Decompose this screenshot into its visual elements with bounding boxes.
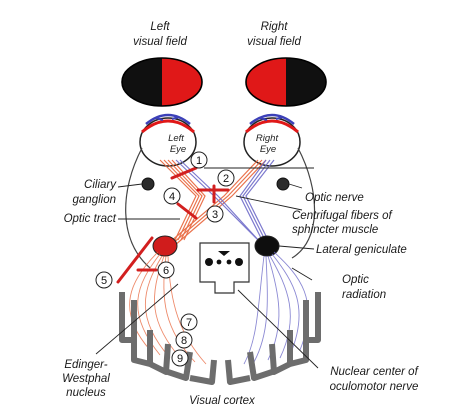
lesion-number-markers [95, 151, 235, 367]
left-visual-cortex [119, 292, 217, 385]
marker-circle-8 [175, 331, 193, 349]
left-visual-field-title-line1: Left [150, 21, 170, 33]
leader-lines [95, 167, 319, 369]
lesion-number-1: 1 [196, 155, 202, 167]
lesion-number-2: 2 [223, 173, 229, 185]
reflex-loops [125, 147, 316, 269]
right-visual-field-title-line2: visual field [247, 36, 301, 48]
oculomotor-center-label-line2: oculomotor nerve [330, 381, 419, 393]
edinger-westphal-label-line1: Edinger- [64, 359, 107, 371]
lesion-number-7: 7 [186, 317, 192, 329]
midbrain-block [199, 242, 250, 294]
lesion-bars [116, 166, 230, 284]
visual-cortex-label: Visual cortex [189, 395, 256, 407]
edinger-westphal-label-line3: nucleus [66, 387, 106, 399]
lesion-number-3: 3 [212, 209, 218, 221]
left-eye [139, 113, 197, 167]
lateral-geniculate-label: Lateral geniculate [316, 244, 407, 256]
marker-circle-5 [95, 271, 113, 289]
left-eye-label-line1: Left [168, 133, 184, 144]
ciliary-ganglion-label-line2: ganglion [73, 194, 116, 206]
centrifugal-fibers-label-line2: sphincter muscle [292, 224, 378, 236]
left-ciliary-ganglion [141, 177, 155, 191]
right-visual-cortex [225, 292, 321, 385]
edinger-westphal-label-line2: Westphal [62, 373, 110, 385]
left-eye-label-line2: Eye [170, 144, 186, 155]
centrifugal-fibers-label-line1: Centrifugal fibers of [292, 210, 394, 222]
marker-circle-6 [157, 261, 175, 279]
lesion-number-8: 8 [181, 335, 187, 347]
optic-tract-label: Optic tract [64, 213, 117, 225]
left-visual-field-title-line2: visual field [133, 36, 187, 48]
right-eye-label-line1: Right [256, 133, 279, 144]
right-eye [243, 113, 301, 167]
oculomotor-center-label-line1: Nuclear center of [330, 366, 419, 378]
ciliary-ganglion-label-line1: Ciliary [84, 179, 117, 191]
right-optic-radiation [243, 251, 309, 365]
optic-radiation-label-line1: Optic [342, 274, 369, 286]
left-lateral-geniculate [152, 235, 178, 257]
left-pathway-fibers [159, 159, 267, 247]
marker-circle-2 [217, 169, 235, 187]
marker-circle-7 [180, 313, 198, 331]
optic-radiation-label-line2: radiation [342, 289, 386, 301]
right-eye-label-line2: Eye [260, 144, 276, 155]
optic-nerve-label: Optic nerve [305, 192, 364, 204]
lesion-number-5: 5 [101, 275, 107, 287]
marker-circle-1 [190, 151, 208, 169]
marker-circle-9 [171, 349, 189, 367]
marker-circle-4 [163, 187, 181, 205]
lesion-number-4: 4 [169, 191, 175, 203]
marker-circle-3 [206, 205, 224, 223]
left-visual-field [121, 57, 203, 107]
right-visual-field-title-line1: Right [261, 21, 289, 33]
lesion-number-6: 6 [163, 265, 169, 277]
right-ciliary-ganglion [276, 177, 290, 191]
right-visual-field [245, 57, 327, 107]
lesion-number-9: 9 [177, 353, 183, 365]
